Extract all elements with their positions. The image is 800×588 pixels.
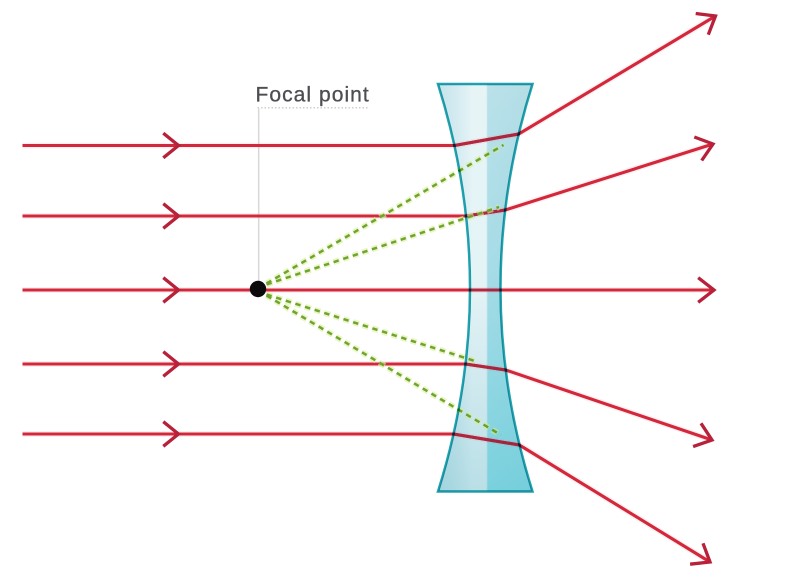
svg-text:Focal point: Focal point bbox=[256, 84, 370, 107]
